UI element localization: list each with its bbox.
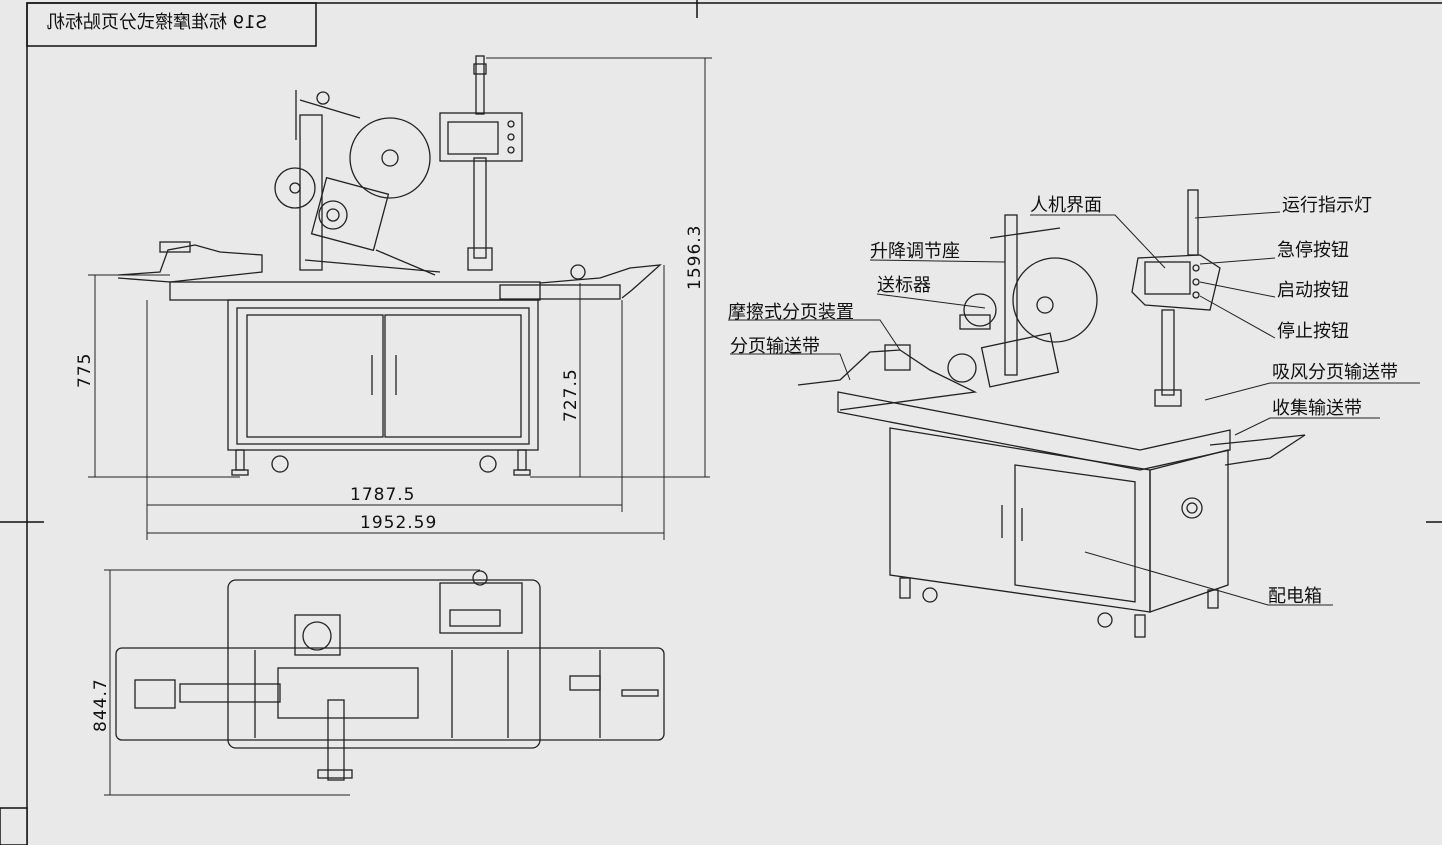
label-friction: 摩擦式分页装置 <box>728 302 854 323</box>
iso-cabinet <box>889 427 1151 613</box>
label-suction-conveyor: 吸风分页输送带 <box>1272 362 1398 383</box>
top-frame <box>227 579 541 749</box>
label-start: 启动按钮 <box>1277 280 1349 301</box>
label-estop: 急停按钮 <box>1277 240 1349 261</box>
dim-width-inner: 1787.5 <box>350 485 415 505</box>
label-cabinet: 配电箱 <box>1268 586 1322 607</box>
dim-depth: 844.7 <box>91 678 111 732</box>
front-view <box>117 55 662 476</box>
top-view <box>115 570 665 781</box>
front-dimensions <box>88 57 712 540</box>
label-lift-seat: 升降调节座 <box>870 241 960 262</box>
dim-width-total: 1952.59 <box>360 513 437 533</box>
top-dimensions <box>104 569 480 796</box>
dim-height-conveyor: 727.5 <box>561 368 581 422</box>
label-collect-conveyor: 收集输送带 <box>1272 398 1362 419</box>
dim-height-table: 775 <box>75 353 95 388</box>
drawing-title: S19 标准摩擦式分页贴标机 <box>47 12 267 33</box>
label-run-light: 运行指示灯 <box>1282 195 1372 216</box>
dim-height-total: 1596.3 <box>685 225 705 290</box>
label-hmi: 人机界面 <box>1030 195 1102 216</box>
iso-view <box>797 189 1306 638</box>
title-block: S19 标准摩擦式分页贴标机 <box>26 2 317 47</box>
leader-lines <box>728 211 1420 606</box>
label-stop: 停止按钮 <box>1277 321 1349 342</box>
label-paging-conveyor: 分页输送带 <box>730 336 820 357</box>
label-feeder: 送标器 <box>877 275 931 296</box>
